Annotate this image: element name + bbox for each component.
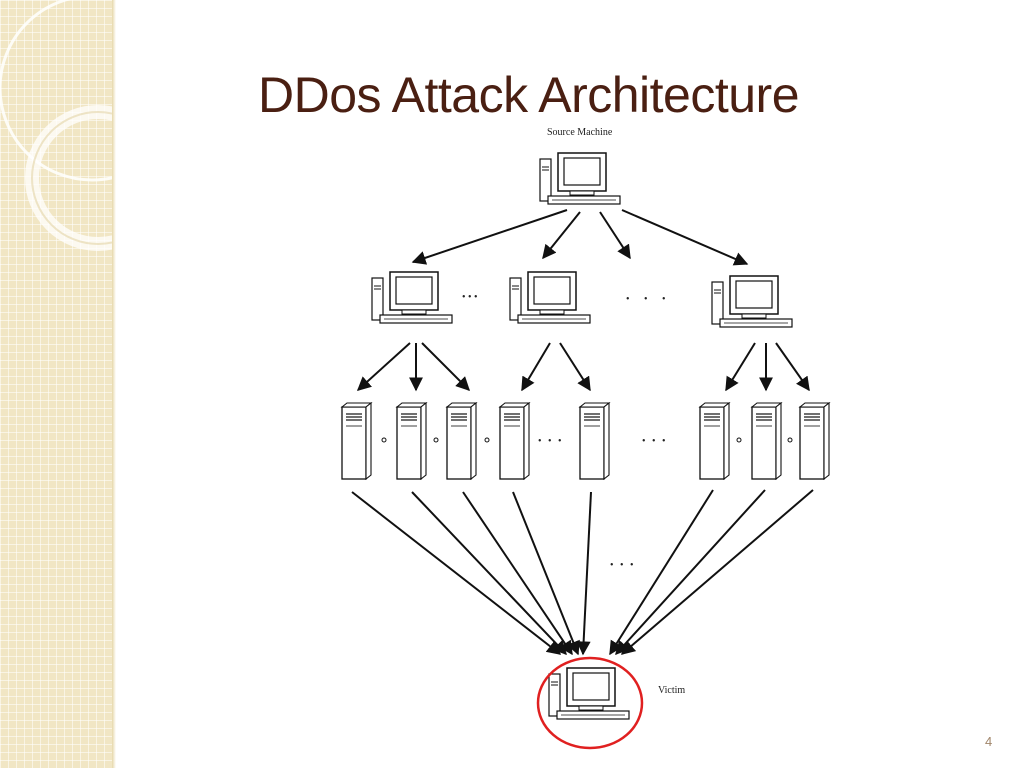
agent-ellipsis: • • • [642,436,668,447]
agent-to-victim-arrows [351,489,814,656]
agent-server-icon [446,402,477,480]
decorative-sidebar [0,0,112,768]
agent-separator-dots [381,437,793,443]
source-machine-computer-icon [539,152,621,205]
agent-server-icon [751,402,782,480]
victim-highlight-circle [536,656,644,750]
victim-arrows-ellipsis: • • • [610,560,636,571]
page-number: 4 [985,734,993,749]
agent-ellipsis: • • • [538,436,564,447]
victim-label: Victim [658,685,685,696]
agent-server-icon [499,402,530,480]
agent-server-icon [341,402,372,480]
handler-computer-icon [371,271,453,324]
agent-server-icon [799,402,830,480]
agent-server-icon [699,402,730,480]
agent-server-icon [579,402,610,480]
agent-server-icon [396,402,427,480]
handler-ellipsis: • • • [462,292,478,303]
sidebar-rings [0,0,112,251]
handler-computer-icon [509,271,591,324]
handler-computer-icon [711,275,793,328]
source-to-handler-arrows [411,209,749,266]
handler-ellipsis: • • • [626,294,672,305]
sidebar-edge [112,0,116,768]
handler-to-agent-arrows [356,342,810,392]
source-machine-label: Source Machine [547,127,613,138]
slide-title: DDos Attack Architecture [258,67,800,123]
victim-computer-icon [548,667,630,720]
